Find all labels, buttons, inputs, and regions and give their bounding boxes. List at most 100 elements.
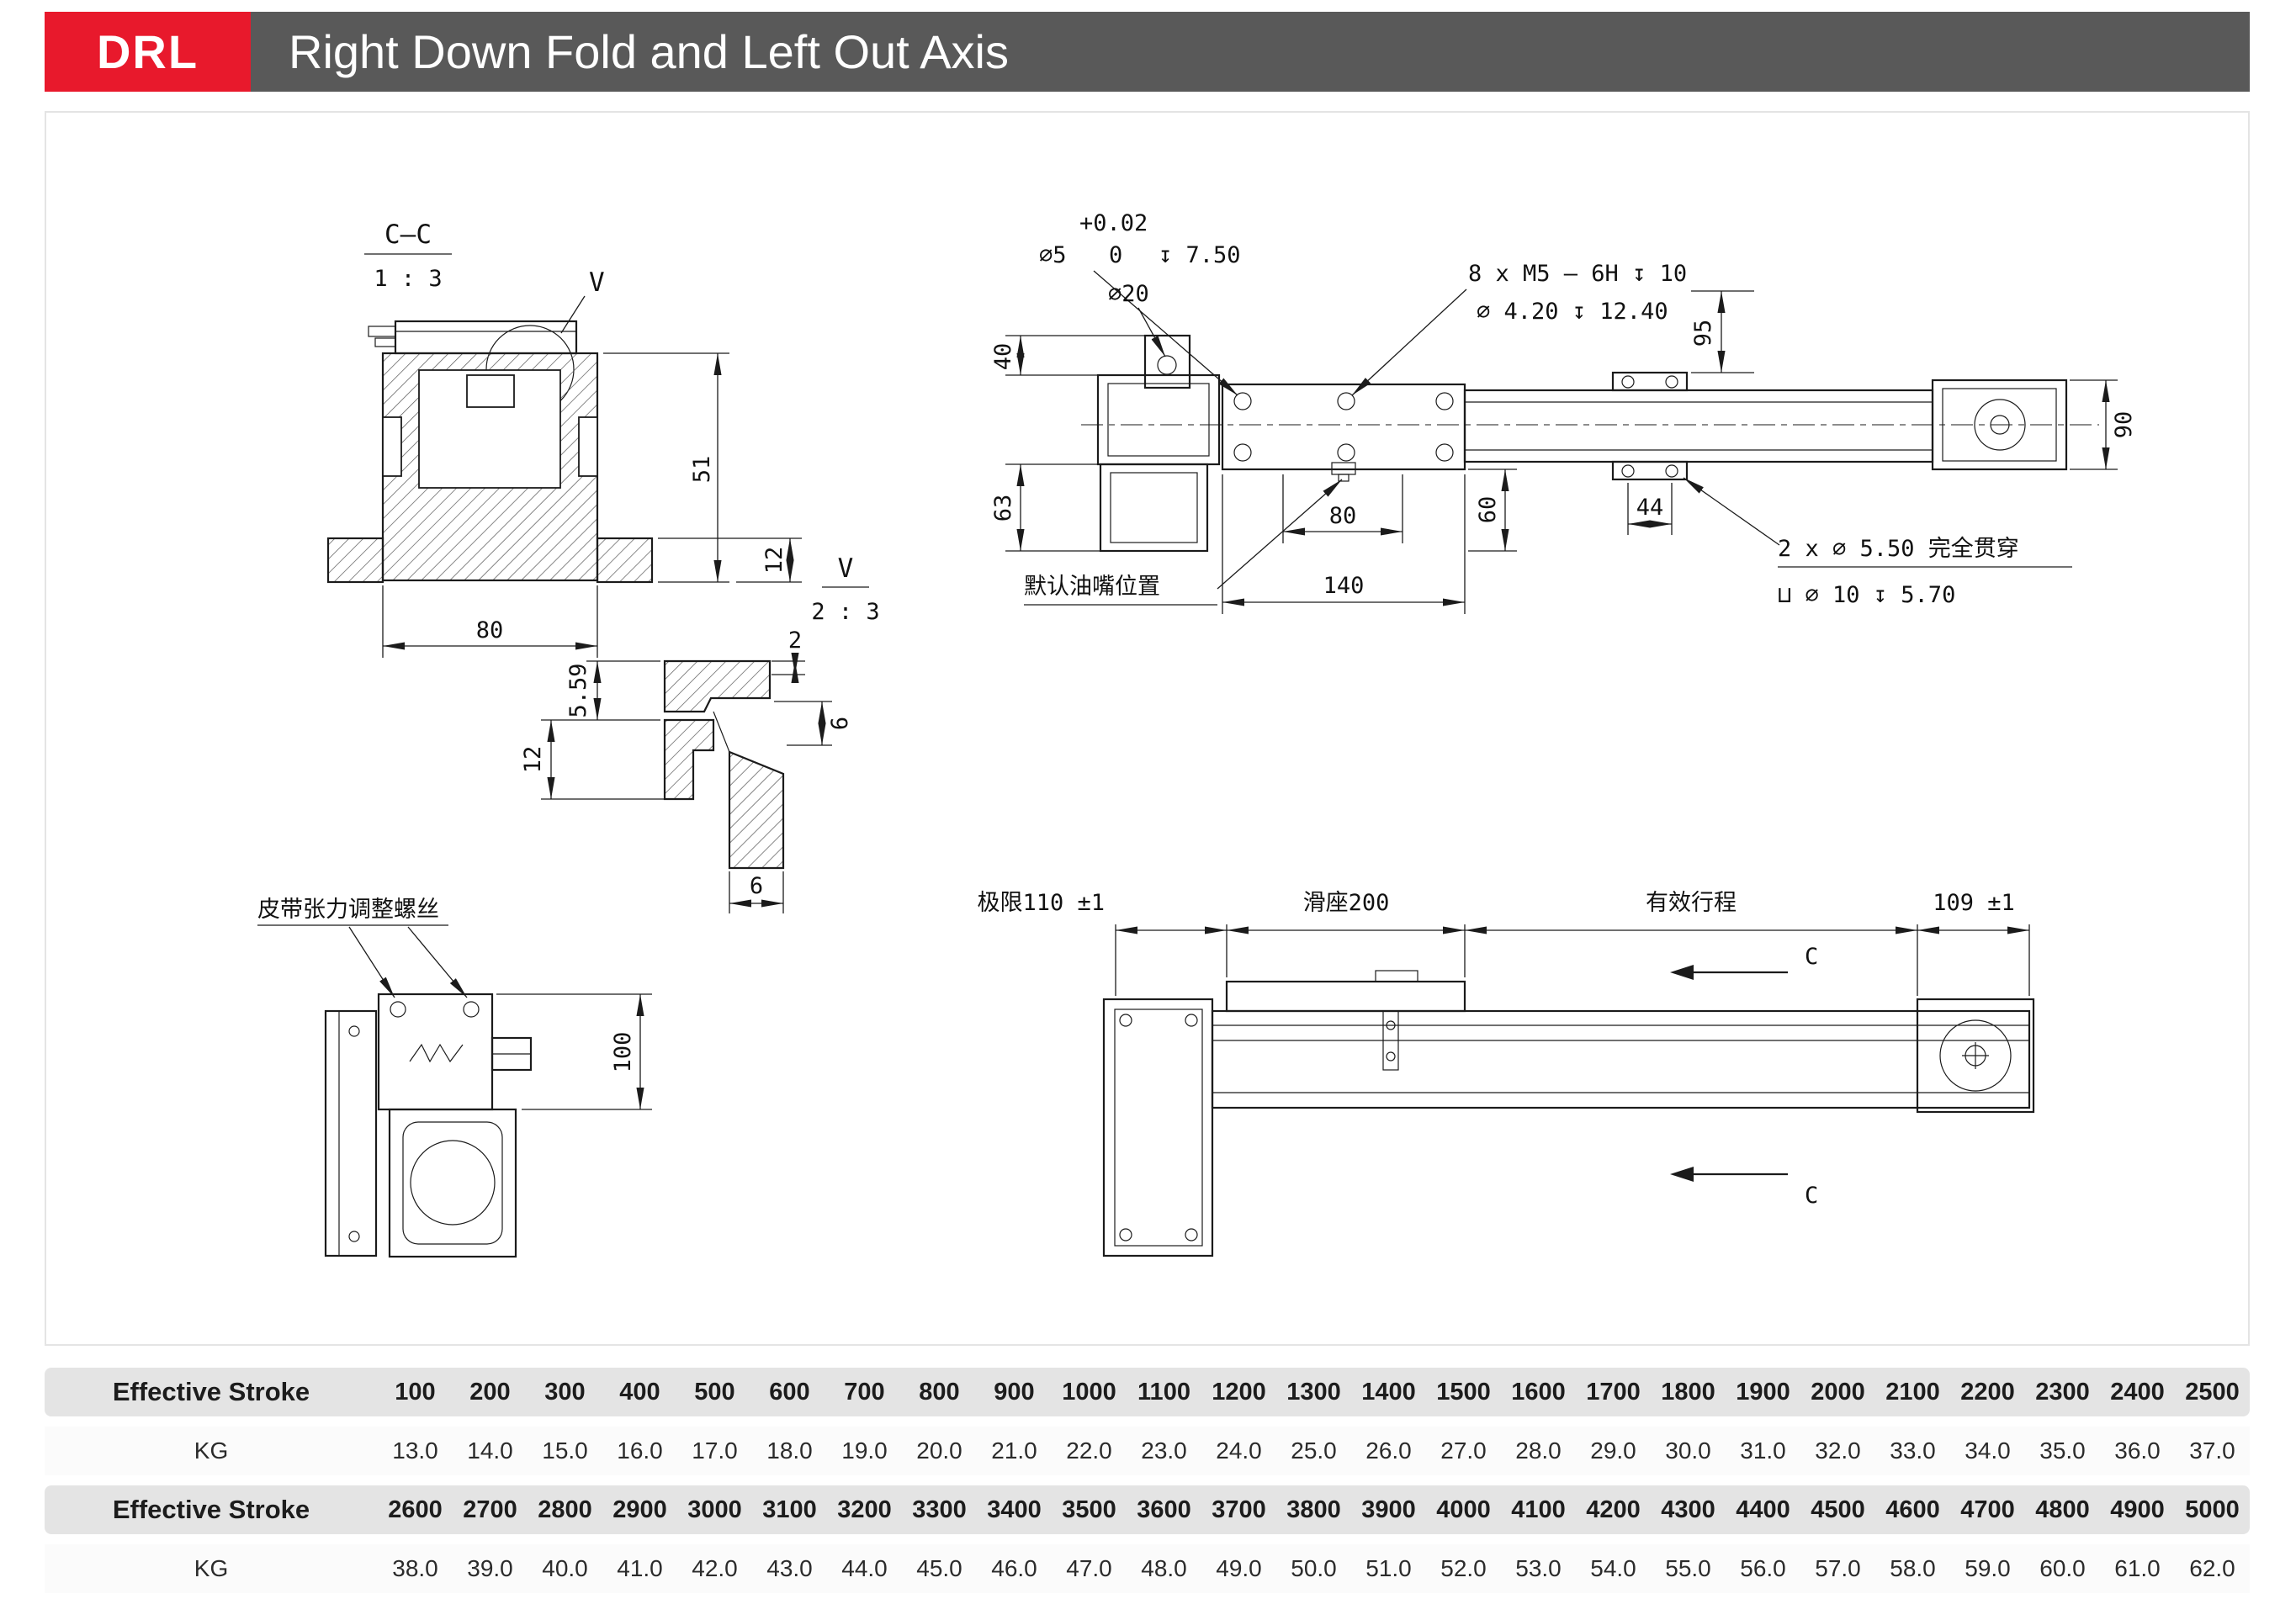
dim-140: 140 — [1222, 474, 1466, 614]
carriage-screws — [1233, 392, 1454, 462]
table-cell: 26.0 — [1351, 1427, 1426, 1475]
table-cell: 40.0 — [528, 1544, 602, 1593]
tab-hole — [1157, 355, 1177, 375]
kg-label: KG — [45, 1427, 378, 1475]
table-cell: 25.0 — [1276, 1427, 1351, 1475]
table-cell: 54.0 — [1576, 1544, 1651, 1593]
dim-80-top-text: 80 — [1329, 503, 1357, 529]
table-cell: 37.0 — [2175, 1427, 2250, 1475]
table-cell: 16.0 — [602, 1427, 677, 1475]
table-cell: 24.0 — [1201, 1427, 1276, 1475]
table-cell: 55.0 — [1651, 1544, 1726, 1593]
thread-callout: 8 x M5 – 6H ↧ 10 ∅ 4.20 ↧ 12.40 — [1351, 261, 1687, 396]
table-cell: 2800 — [528, 1485, 602, 1534]
table-cell: 3300 — [902, 1485, 977, 1534]
section-cc-scale: 1 : 3 — [374, 266, 442, 292]
table-cell: 43.0 — [752, 1544, 827, 1593]
motor-view: 皮带张力调整螺丝 — [257, 897, 652, 1258]
dim-2: 2 — [772, 627, 805, 683]
dim-140-text: 140 — [1323, 573, 1365, 599]
motor-block — [1102, 998, 1214, 1257]
table-cell: 3600 — [1127, 1485, 1201, 1534]
sensor-tab — [1143, 334, 1191, 389]
rail — [1463, 389, 1934, 463]
stroke-label: Effective Stroke — [45, 1368, 378, 1416]
table-cell: 4700 — [1950, 1485, 2025, 1534]
table-cell: 700 — [827, 1368, 902, 1416]
table-cell: 14.0 — [453, 1427, 528, 1475]
table-cell: 13.0 — [378, 1427, 453, 1475]
table-cell: 60.0 — [2025, 1544, 2100, 1593]
table-cell: 57.0 — [1800, 1544, 1875, 1593]
table-cell: 3100 — [752, 1485, 827, 1534]
side-dim-row — [1115, 924, 2030, 996]
dim-80: 80 — [382, 585, 598, 658]
stroke-label: Effective Stroke — [45, 1485, 378, 1534]
table-cell: 1100 — [1127, 1368, 1201, 1416]
page-title: Right Down Fold and Left Out Axis — [251, 12, 2250, 92]
table-cell: 500 — [677, 1368, 752, 1416]
dim-44: 44 — [1627, 483, 1673, 535]
table-cell: 1400 — [1351, 1368, 1426, 1416]
end-block-side — [1916, 998, 2035, 1114]
mount-plate-bottom — [1611, 460, 1689, 481]
dim-60: 60 — [1468, 469, 1517, 552]
dim-6-side-text: 6 — [827, 717, 853, 730]
table-cell: 29.0 — [1576, 1427, 1651, 1475]
dim-40: 40 — [990, 335, 1145, 376]
table-cell: 48.0 — [1127, 1544, 1201, 1593]
top-view-body — [1096, 334, 2068, 553]
table-cell: 1800 — [1651, 1368, 1726, 1416]
dim-12-detail: 12 — [520, 720, 667, 800]
dim-95-text: 95 — [1690, 320, 1716, 347]
section-cc-title: C—C — [384, 220, 432, 250]
table-cell: 33.0 — [1875, 1427, 1950, 1475]
table-cell: 41.0 — [602, 1544, 677, 1593]
belt-clamp — [1382, 1010, 1399, 1071]
dim-12-text: 12 — [761, 547, 787, 574]
table-cell: 2700 — [453, 1485, 528, 1534]
table-cell: 4300 — [1651, 1485, 1726, 1534]
section-letter: C — [1805, 1183, 1818, 1209]
carriage — [1221, 383, 1466, 471]
table-cell: 32.0 — [1800, 1427, 1875, 1475]
table-cell: 1200 — [1201, 1368, 1276, 1416]
dim-100: 100 — [496, 993, 652, 1110]
pulley — [1939, 1019, 2012, 1092]
pin-callout: ∅20 — [1108, 281, 1166, 357]
through-hole-callout: 2 x ∅ 5.50 完全贯穿 ⊔ ∅ 10 ↧ 5.70 — [1683, 477, 2072, 608]
page-header: DRL Right Down Fold and Left Out Axis — [45, 12, 2250, 92]
table-cell: 27.0 — [1426, 1427, 1501, 1475]
slider-plate — [1225, 980, 1466, 1013]
table-cell: 1900 — [1726, 1368, 1800, 1416]
detail-v-view: V 2 : 3 2 — [520, 553, 880, 913]
side-view-body — [1102, 970, 2035, 1257]
table-cell: 36.0 — [2100, 1427, 2175, 1475]
table-cell: 42.0 — [677, 1544, 752, 1593]
dim-6-bottom-text: 6 — [750, 873, 763, 899]
dim-90-text: 90 — [2111, 411, 2137, 439]
table-cell: 600 — [752, 1368, 827, 1416]
top-view: +0.02 ∅5 0 ↧ 7.50 ∅20 8 x M5 – 6H ↧ 10 ∅… — [990, 210, 2137, 614]
table-cell: 4800 — [2025, 1485, 2100, 1534]
dim-44-text: 44 — [1636, 495, 1664, 521]
dim-80-text: 80 — [476, 617, 504, 643]
table-cell: 2400 — [2100, 1368, 2175, 1416]
dim-6-side: 6 — [774, 701, 853, 746]
profile-body — [326, 352, 654, 584]
mount-plate-top — [1611, 371, 1689, 392]
table-cell: 49.0 — [1201, 1544, 1276, 1593]
oil-callout: 默认油嘴位置 — [1024, 479, 1343, 606]
table-cell: 17.0 — [677, 1427, 752, 1475]
dim-90: 90 — [2070, 379, 2137, 470]
cbore-note: ⊔ ∅ 10 ↧ 5.70 — [1778, 582, 1955, 608]
table-cell: 15.0 — [528, 1427, 602, 1475]
tension-screw-right — [463, 1001, 480, 1018]
dim-51: 51 — [603, 352, 729, 583]
detail-v-title: V — [838, 553, 854, 584]
table-cell: 4400 — [1726, 1485, 1800, 1534]
table-cell: 30.0 — [1651, 1427, 1726, 1475]
section-mark-upper: C — [1670, 944, 1818, 980]
detail-v-scale: 2 : 3 — [811, 599, 879, 625]
